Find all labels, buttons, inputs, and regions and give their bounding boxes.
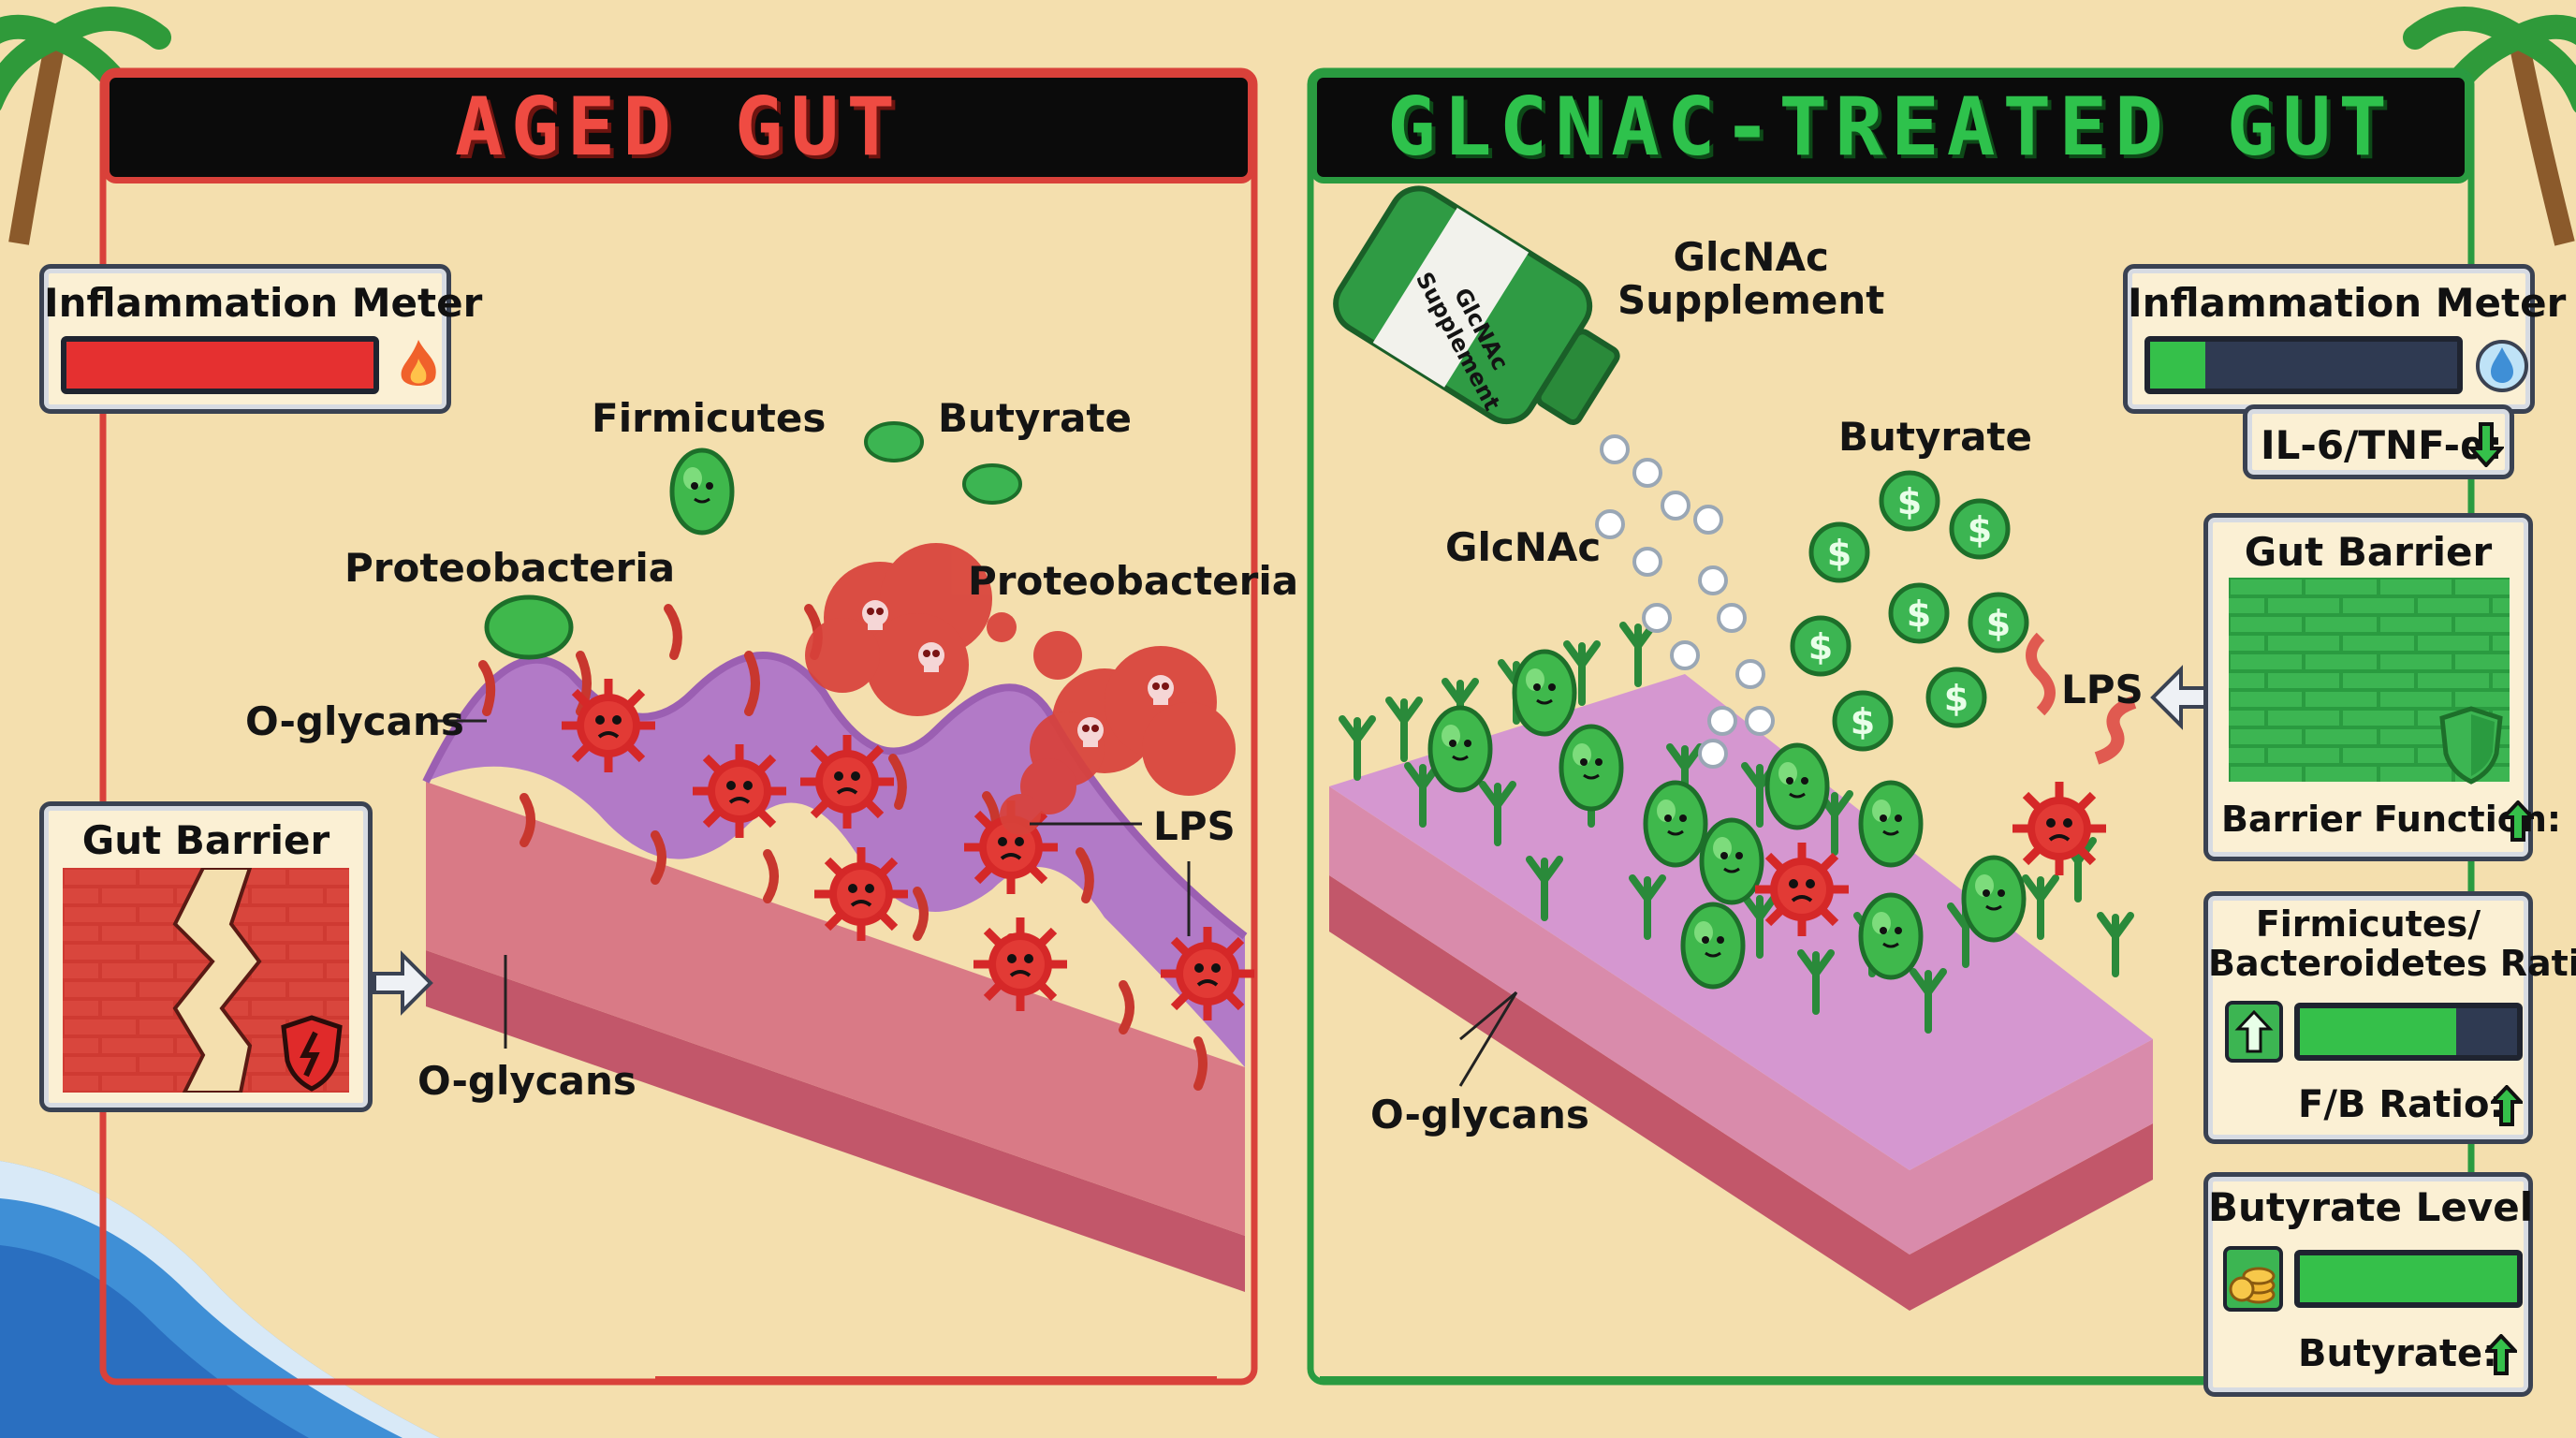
- shield-icon: [2439, 706, 2503, 785]
- fb-ratio-bar: [2294, 1003, 2523, 1061]
- fire-icon: [401, 340, 436, 386]
- label-proteobacteria-1: Proteobacteria: [344, 545, 676, 591]
- broken-brick-wall: [63, 868, 349, 1093]
- aged-gut-title: AGED GUT: [103, 71, 1254, 183]
- up-arrow-icon: [2502, 800, 2534, 842]
- aged-inflammation-fill: [66, 342, 373, 389]
- fb-ratio-title-1: Firmicutes/: [2255, 903, 2481, 945]
- label-lps-right: LPS: [2061, 667, 2144, 712]
- treated-gut-title: GLCNAC-TREATED GUT: [1310, 71, 2471, 183]
- butyrate-level-panel: Butyrate Level Butyrate:: [2203, 1172, 2533, 1397]
- label-butyrate-right: Butyrate: [1838, 414, 2032, 460]
- label-oglycans-bottom: O-glycans: [417, 1058, 637, 1104]
- treated-inflammation-fill: [2150, 342, 2206, 389]
- treated-gut-tissue: [1329, 185, 2153, 1311]
- il6-stat-label: IL-6/TNF-α:: [2261, 422, 2503, 468]
- treated-gut-barrier-title: Gut Barrier: [2244, 529, 2493, 575]
- aged-gut-barrier-panel: Gut Barrier: [39, 801, 373, 1112]
- coins-icon: [2223, 1246, 2283, 1312]
- aged-gut-barrier-title: Gut Barrier: [81, 817, 330, 863]
- label-lps-left: LPS: [1153, 803, 1236, 849]
- up-arrow-box-icon: [2225, 1001, 2283, 1063]
- aged-inflammation-panel: Inflammation Meter: [39, 264, 483, 414]
- broken-shield-icon: [281, 1015, 343, 1092]
- aged-inflammation-bar: [61, 336, 379, 394]
- aged-gut-tissue: [422, 421, 1254, 1292]
- fb-ratio-stat-label: F/B Ratio:: [2298, 1083, 2505, 1126]
- fb-ratio-fill: [2300, 1008, 2457, 1055]
- treated-gut-barrier-panel: Gut Barrier Barrier Function:: [2203, 513, 2561, 861]
- butyrate-level-bar: [2294, 1250, 2523, 1308]
- treated-inflammation-title: Inflammation Meter: [2128, 280, 2567, 326]
- up-arrow-icon: [2485, 1334, 2517, 1375]
- treated-inflammation-bar: [2144, 336, 2463, 394]
- label-firmicutes: Firmicutes: [592, 395, 827, 441]
- glcnac-supplement-bottle: [1333, 185, 1620, 425]
- label-proteobacteria-2: Proteobacteria: [968, 558, 1299, 604]
- down-arrow-icon: [2468, 422, 2504, 467]
- label-glcnac: GlcNAc: [1445, 524, 1602, 570]
- butyrate-level-title: Butyrate Level: [2208, 1184, 2534, 1230]
- label-oglycans-top: O-glycans: [245, 698, 464, 744]
- label-glcnac-supplement: GlcNAc Supplement: [1617, 234, 1885, 323]
- butyrate-level-fill: [2300, 1255, 2517, 1302]
- label-butyrate-left: Butyrate: [938, 395, 1132, 441]
- label-oglycans-right: O-glycans: [1370, 1092, 1589, 1137]
- butyrate-stat-label: Butyrate:: [2298, 1332, 2498, 1375]
- treated-inflammation-panel: Inflammation Meter: [2123, 264, 2567, 414]
- palm-tree-left: [0, 7, 171, 245]
- fb-ratio-panel: Firmicutes/ Bacteroidetes Ratio F/B Rati…: [2203, 891, 2576, 1144]
- aged-inflammation-title: Inflammation Meter: [44, 280, 483, 326]
- il6-stat-panel: IL-6/TNF-α:: [2243, 404, 2514, 479]
- water-drop-icon: [2476, 340, 2528, 392]
- palm-tree-right: [2403, 7, 2576, 246]
- up-arrow-icon: [2491, 1085, 2523, 1126]
- fb-ratio-title-2: Bacteroidetes Ratio: [2208, 943, 2576, 984]
